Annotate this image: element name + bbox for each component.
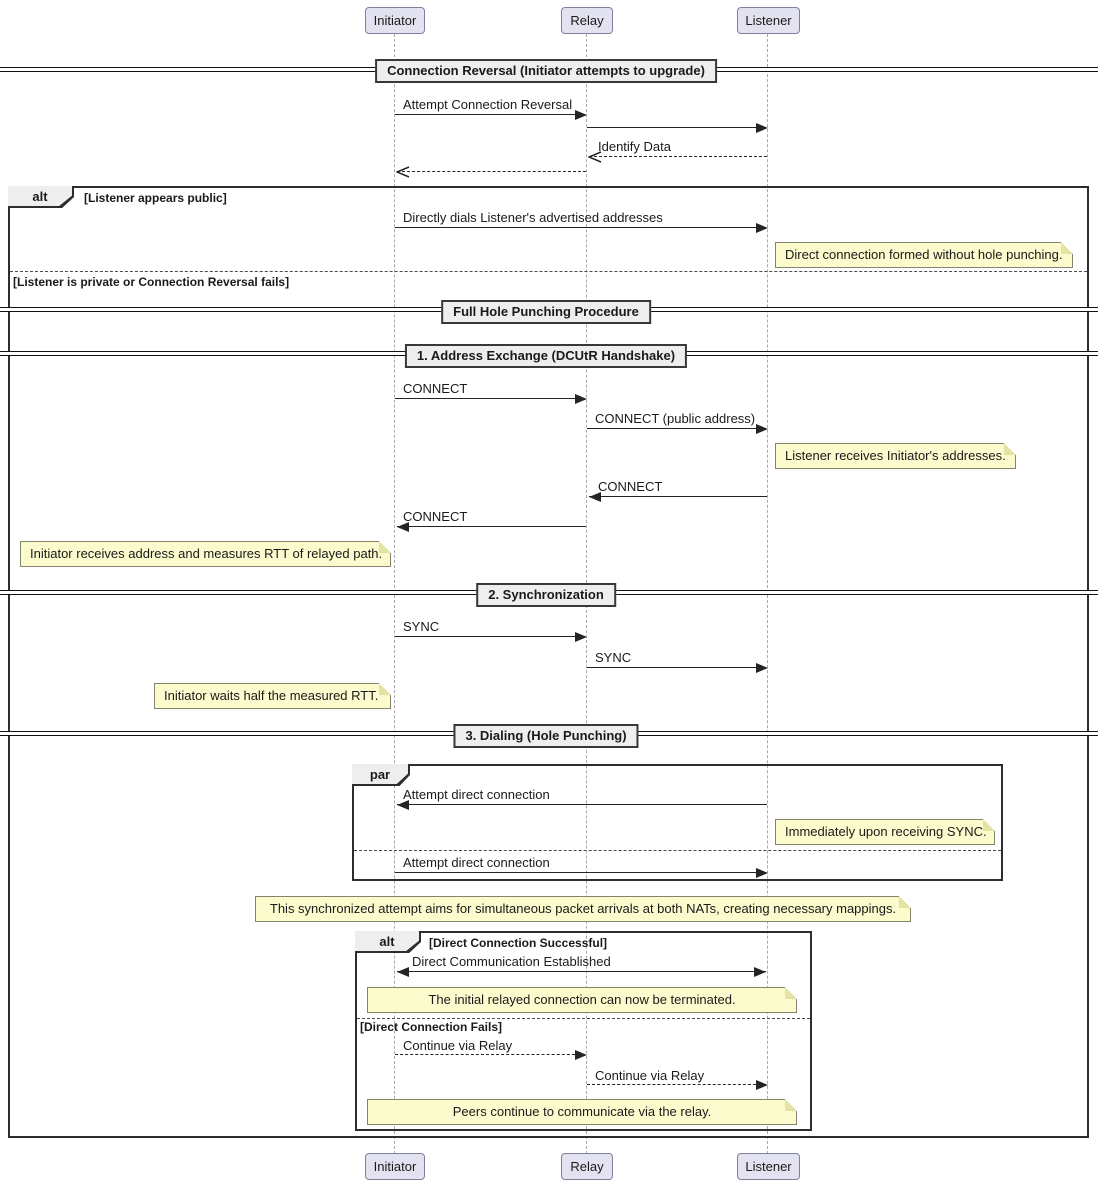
message-label: CONNECT xyxy=(403,381,468,396)
arrowhead xyxy=(589,492,601,502)
message-label: Attempt direct connection xyxy=(403,855,550,870)
note: The initial relayed connection can now b… xyxy=(367,987,797,1013)
message-line xyxy=(395,398,585,399)
fragment-par-tab: par xyxy=(352,764,410,786)
message-label: Directly dials Listener's advertised add… xyxy=(403,210,663,225)
arrowhead xyxy=(754,967,766,977)
fragment-operator: alt xyxy=(355,931,419,951)
message-label: Attempt Connection Reversal xyxy=(403,97,573,112)
arrowhead xyxy=(756,868,768,878)
note: Listener receives Initiator's addresses. xyxy=(775,443,1016,469)
arrowhead xyxy=(575,632,587,642)
participant-label: Relay xyxy=(570,1159,604,1174)
fragment-alt-inner xyxy=(355,931,812,1131)
participant-top-listener: Listener xyxy=(737,7,800,34)
message-label: Identify Data xyxy=(598,139,671,154)
fragment-operator: par xyxy=(352,764,408,784)
message-line xyxy=(395,114,585,115)
message-line xyxy=(589,156,767,157)
fragment-alt-outer xyxy=(8,186,1089,1138)
fragment-else-separator xyxy=(357,1018,810,1019)
open-arrowhead xyxy=(588,151,602,163)
message-line xyxy=(587,127,766,128)
fragment-else-separator xyxy=(10,271,1087,272)
fragment-else-separator xyxy=(354,850,1001,851)
message-line xyxy=(397,971,766,972)
fragment-par xyxy=(352,764,1003,881)
message-line xyxy=(395,872,766,873)
arrowhead xyxy=(397,967,409,977)
fragment-operator: alt xyxy=(8,186,72,206)
arrowhead xyxy=(756,123,768,133)
message-label: SYNC xyxy=(403,619,440,634)
message-line xyxy=(395,1054,585,1055)
fragment-alt-inner-tab: alt xyxy=(355,931,421,953)
message-line xyxy=(395,227,766,228)
note: Peers continue to communicate via the re… xyxy=(367,1099,797,1125)
message-label: Continue via Relay xyxy=(595,1068,705,1083)
fragment-guard: [Listener appears public] xyxy=(84,191,227,205)
arrowhead xyxy=(575,1050,587,1060)
arrowhead xyxy=(756,663,768,673)
participant-label: Initiator xyxy=(373,1159,417,1174)
fragment-guard: [Direct Connection Successful] xyxy=(429,936,608,950)
message-line xyxy=(589,496,767,497)
message-label: Direct Communication Established xyxy=(412,954,611,969)
note: Direct connection formed without hole pu… xyxy=(775,242,1073,268)
note: Immediately upon receiving SYNC. xyxy=(775,819,995,845)
fragment-alt-outer-tab: alt xyxy=(8,186,74,208)
divider-dialing: 3. Dialing (Hole Punching) xyxy=(453,724,639,748)
divider-synchronization: 2. Synchronization xyxy=(476,583,616,607)
message-line xyxy=(587,428,766,429)
participant-label: Relay xyxy=(570,13,604,28)
message-line xyxy=(587,667,766,668)
participant-bottom-initiator: Initiator xyxy=(365,1153,425,1180)
arrowhead xyxy=(397,800,409,810)
message-label: Attempt direct connection xyxy=(403,787,550,802)
divider-full-hole-punching: Full Hole Punching Procedure xyxy=(441,300,651,324)
participant-top-initiator: Initiator xyxy=(365,7,425,34)
fragment-guard: [Direct Connection Fails] xyxy=(360,1020,503,1034)
open-arrowhead xyxy=(396,166,410,178)
note: Initiator receives address and measures … xyxy=(20,541,391,567)
arrowhead xyxy=(575,110,587,120)
message-label: CONNECT (public address) xyxy=(595,411,756,426)
arrowhead xyxy=(756,424,768,434)
message-label: CONNECT xyxy=(598,479,663,494)
note: Initiator waits half the measured RTT. xyxy=(154,683,391,709)
message-line xyxy=(395,636,585,637)
message-line xyxy=(397,526,586,527)
message-line xyxy=(397,804,767,805)
arrowhead xyxy=(397,522,409,532)
note: This synchronized attempt aims for simul… xyxy=(255,896,911,922)
divider-address-exchange: 1. Address Exchange (DCUtR Handshake) xyxy=(404,344,688,368)
participant-top-relay: Relay xyxy=(561,7,613,34)
arrowhead xyxy=(756,223,768,233)
arrowhead xyxy=(575,394,587,404)
fragment-guard: [Listener is private or Connection Rever… xyxy=(13,275,290,289)
participant-label: Listener xyxy=(745,1159,792,1174)
message-line xyxy=(397,171,586,172)
message-label: SYNC xyxy=(595,650,632,665)
message-label: Continue via Relay xyxy=(403,1038,513,1053)
participant-bottom-listener: Listener xyxy=(737,1153,800,1180)
divider-connection-reversal: Connection Reversal (Initiator attempts … xyxy=(375,59,717,83)
participant-label: Initiator xyxy=(373,13,417,28)
participant-label: Listener xyxy=(745,13,792,28)
arrowhead xyxy=(756,1080,768,1090)
message-label: CONNECT xyxy=(403,509,468,524)
participant-bottom-relay: Relay xyxy=(561,1153,613,1180)
message-line xyxy=(587,1084,766,1085)
